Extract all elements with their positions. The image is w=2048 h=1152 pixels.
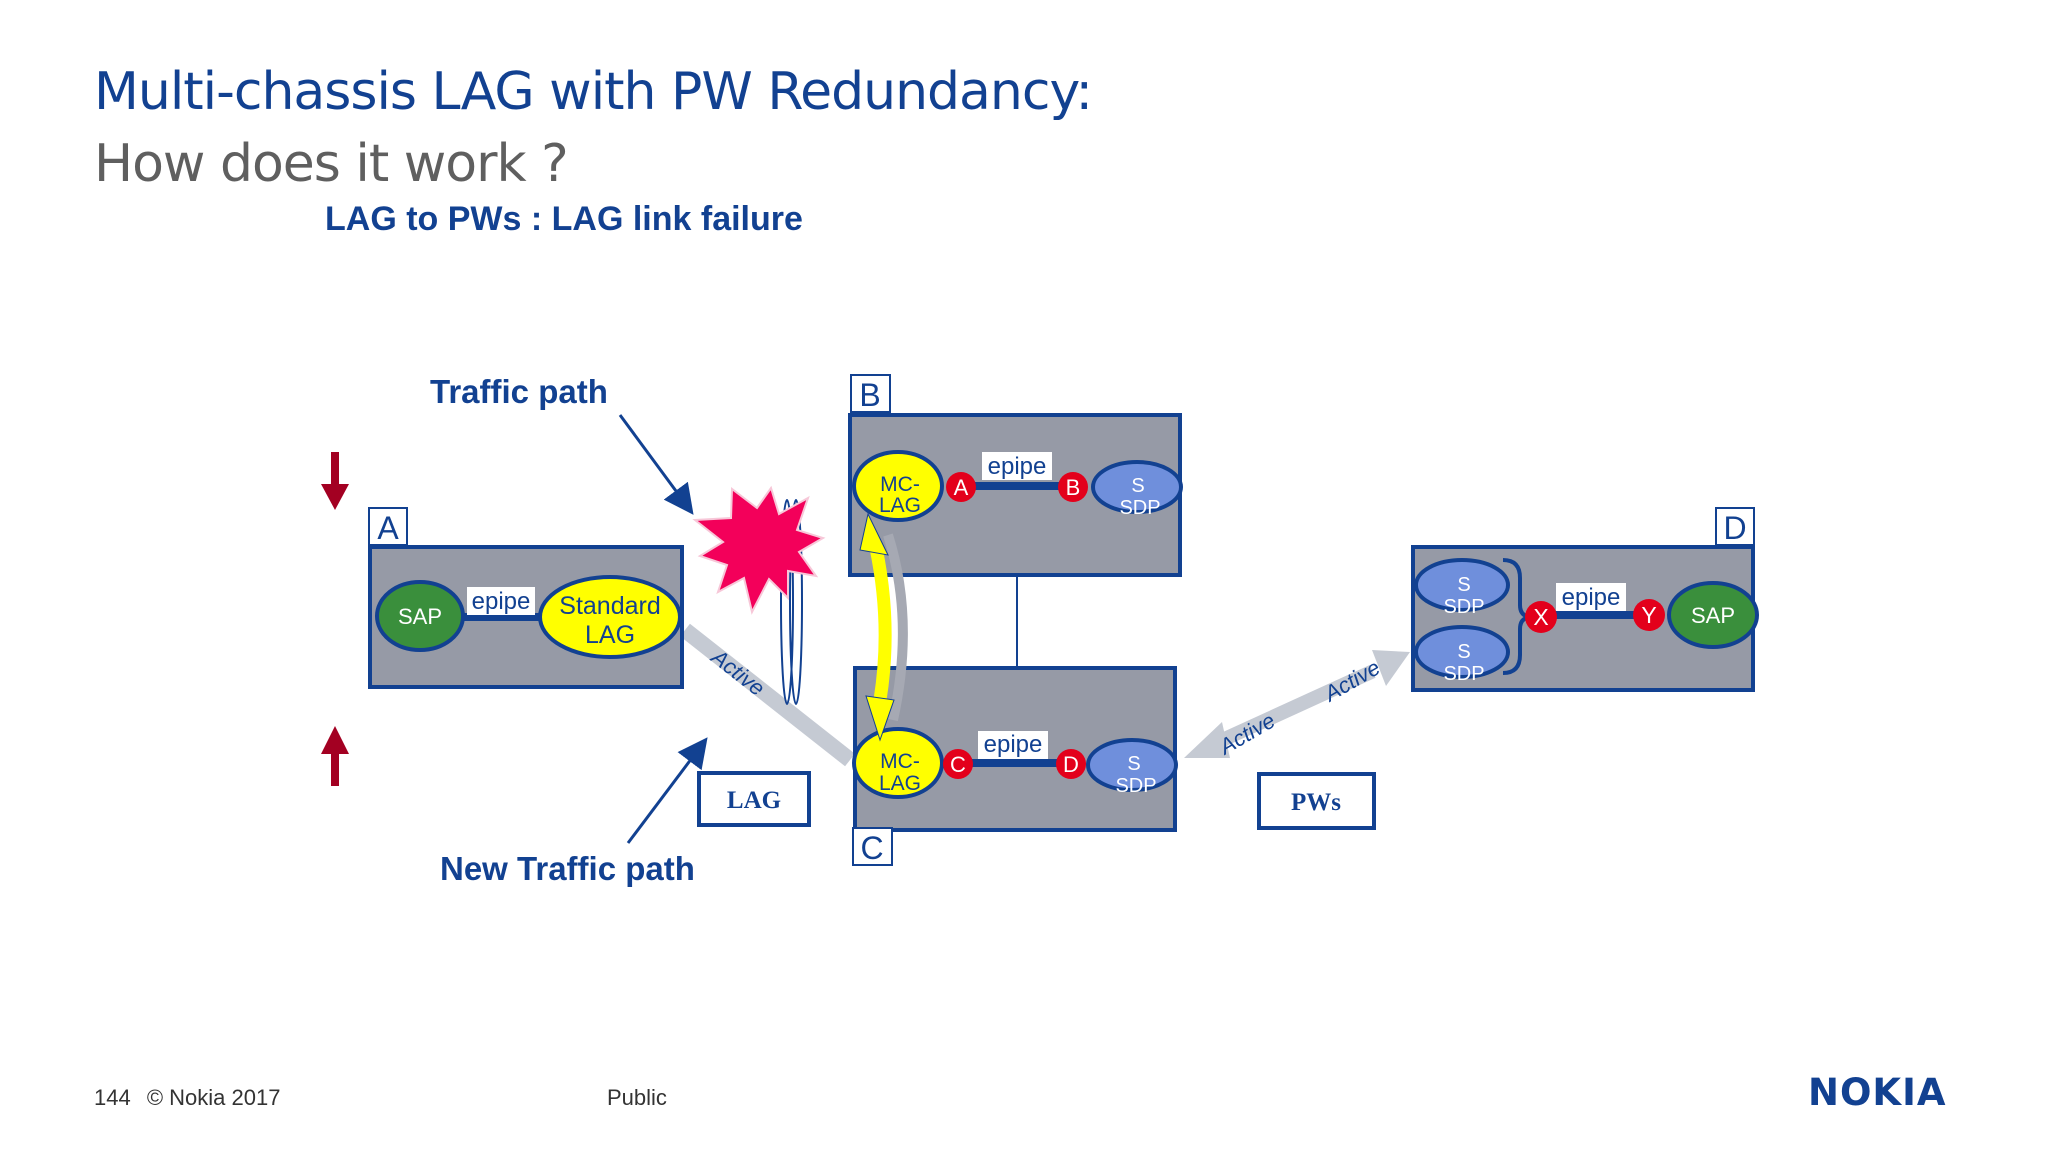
node-b-epipe-label: epipe bbox=[988, 453, 1047, 480]
node-a-sap bbox=[375, 580, 465, 652]
node-a-tag: A bbox=[377, 510, 399, 546]
node-c-mclag-line2: LAG bbox=[879, 772, 921, 795]
node-d-tag-box bbox=[1715, 507, 1755, 546]
slide-title-line1: Multi-chassis LAG with PW Redundancy: bbox=[94, 62, 1093, 122]
node-b-point-a bbox=[946, 472, 976, 502]
new-traffic-path-label: New Traffic path bbox=[440, 850, 695, 887]
copyright: © Nokia 2017 bbox=[146, 1085, 281, 1110]
down-arrow-icon bbox=[321, 452, 349, 510]
node-a-epipe-label: epipe bbox=[472, 588, 531, 615]
node-a: A epipe SAP Standard LAG bbox=[368, 507, 684, 689]
mclag-sync-arrow bbox=[859, 512, 895, 742]
node-c-point-c-label: C bbox=[950, 752, 966, 777]
node-c-epipe-bg bbox=[978, 731, 1048, 759]
node-d-sdp-2 bbox=[1414, 625, 1510, 679]
node-c-mclag-line1: MC- bbox=[880, 750, 920, 773]
node-b-tag-box bbox=[850, 374, 891, 413]
traffic-path-pointer bbox=[618, 414, 694, 515]
node-b-mclag bbox=[852, 450, 944, 522]
new-traffic-path-pointer bbox=[626, 737, 708, 844]
traffic-path-label: Traffic path bbox=[430, 373, 608, 410]
footer-left: 144 © Nokia 2017 bbox=[94, 1085, 290, 1111]
active-pw-arrow bbox=[1184, 650, 1410, 758]
node-c-point-c bbox=[943, 749, 973, 779]
slide-subtitle: LAG to PWs : LAG link failure bbox=[325, 200, 803, 238]
slide-title-line2: How does it work ? bbox=[94, 134, 569, 194]
active-label-pw-lower: Active bbox=[1213, 708, 1279, 761]
failure-star-icon bbox=[692, 485, 826, 615]
lag-bundle-ovals bbox=[780, 499, 803, 705]
node-b-mclag-line2: LAG bbox=[879, 494, 921, 517]
node-d-epipe-bg bbox=[1556, 583, 1626, 611]
nokia-logo: NOKIA bbox=[1808, 1071, 1947, 1114]
node-c: C epipe MC- LAG C D S SDP bbox=[852, 666, 1178, 866]
node-d-point-x bbox=[1525, 601, 1557, 633]
node-a-tag-box bbox=[368, 507, 408, 546]
node-b-point-b bbox=[1058, 472, 1088, 502]
node-a-standard-lag bbox=[538, 575, 682, 659]
up-arrow-icon bbox=[321, 726, 349, 786]
node-b: B epipe MC- LAG A B S SDP bbox=[848, 374, 1183, 577]
node-c-epipe-label: epipe bbox=[984, 731, 1043, 758]
node-b-epipe-bg bbox=[982, 452, 1052, 480]
node-a-lag-line2: LAG bbox=[585, 621, 635, 649]
node-b-mclag-line1: MC- bbox=[880, 473, 920, 496]
lag-label: LAG bbox=[727, 787, 781, 814]
node-a-sap-label: SAP bbox=[398, 604, 442, 629]
node-d-tag: D bbox=[1723, 510, 1746, 546]
page-number: 144 bbox=[94, 1085, 131, 1110]
node-c-tag-box bbox=[852, 827, 893, 866]
pws-label: PWs bbox=[1291, 789, 1341, 816]
node-a-lag-line1: Standard bbox=[559, 592, 660, 620]
node-b-sdp-line1: S bbox=[1131, 475, 1144, 497]
node-d-point-y bbox=[1633, 599, 1665, 631]
node-d-sdp2-line2: SDP bbox=[1443, 663, 1484, 685]
node-c-sdp-line1: S bbox=[1127, 753, 1140, 775]
node-c-tag: C bbox=[860, 830, 883, 866]
active-label-pw-upper: Active bbox=[1318, 655, 1384, 708]
node-d: D epipe S SDP S SDP X Y SAP bbox=[1411, 507, 1759, 692]
lag-label-box bbox=[697, 771, 811, 827]
classification-label: Public bbox=[607, 1085, 667, 1110]
node-d-sdp2-line1: S bbox=[1457, 641, 1470, 663]
node-d-sap-label: SAP bbox=[1691, 603, 1735, 628]
node-b-point-b-label: B bbox=[1066, 475, 1081, 500]
node-d-point-y-label: Y bbox=[1641, 602, 1656, 628]
node-d-point-x-label: X bbox=[1533, 604, 1548, 630]
node-c-point-d bbox=[1056, 749, 1086, 779]
active-lag-arrow bbox=[680, 623, 855, 767]
gray-sync-arrow bbox=[883, 533, 908, 722]
node-b-sdp-line2: SDP bbox=[1119, 497, 1160, 519]
node-d-sdp-1 bbox=[1414, 558, 1510, 612]
node-c-point-d-label: D bbox=[1063, 752, 1079, 777]
node-c-sdp-line2: SDP bbox=[1115, 775, 1156, 797]
node-d-sap bbox=[1667, 581, 1759, 649]
node-c-mclag bbox=[852, 727, 944, 799]
node-d-sdp1-line2: SDP bbox=[1443, 596, 1484, 618]
node-b-sdp bbox=[1091, 460, 1183, 514]
node-b-tag: B bbox=[859, 377, 880, 413]
node-a-epipe-bg bbox=[467, 587, 535, 615]
pws-label-box bbox=[1257, 772, 1376, 830]
node-c-sdp bbox=[1086, 738, 1178, 792]
node-d-epipe-label: epipe bbox=[1562, 584, 1621, 611]
node-b-point-a-label: A bbox=[954, 475, 969, 500]
node-d-sdp1-line1: S bbox=[1457, 574, 1470, 596]
